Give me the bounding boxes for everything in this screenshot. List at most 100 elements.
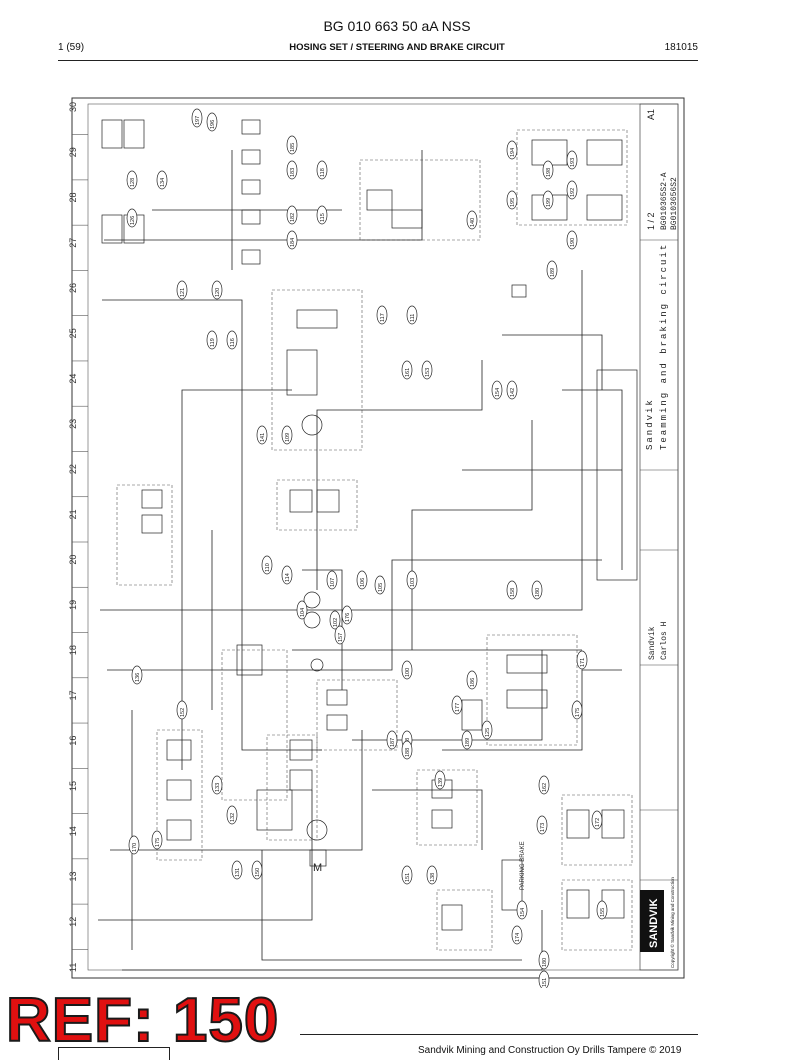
footer-text: Sandvik Mining and Construction Oy Drill…	[418, 1045, 682, 1056]
part-callout: 106	[356, 570, 368, 590]
part-callout: 196	[206, 112, 218, 132]
ref-stamp: REF: 150	[5, 986, 280, 1055]
svg-text:136: 136	[135, 673, 141, 682]
footer-logo	[58, 1047, 170, 1060]
svg-text:132: 132	[230, 813, 236, 822]
svg-text:150: 150	[255, 868, 261, 877]
svg-text:151: 151	[405, 873, 411, 882]
part-callout: 194	[506, 140, 518, 160]
svg-text:189: 189	[550, 268, 556, 277]
svg-text:102: 102	[333, 618, 339, 627]
column-number: 15	[68, 781, 78, 791]
part-callout: 119	[206, 330, 218, 350]
part-callout: 171	[576, 650, 588, 670]
part-callout: 199	[542, 190, 554, 210]
svg-text:114: 114	[285, 573, 291, 582]
svg-text:174: 174	[515, 933, 521, 942]
title-block-text: Teamming and braking circuit	[659, 243, 669, 450]
svg-text:115: 115	[320, 213, 326, 222]
svg-text:194: 194	[510, 148, 516, 157]
part-callout: 170	[128, 835, 140, 855]
column-number: 30	[68, 102, 78, 112]
part-callout: 172	[591, 810, 603, 830]
svg-text:154: 154	[495, 388, 501, 397]
part-callout: 157	[334, 625, 346, 645]
column-number: 26	[68, 283, 78, 293]
svg-text:192: 192	[570, 188, 576, 197]
part-callout: 174	[511, 925, 523, 945]
date-code: 181015	[664, 42, 698, 53]
part-callout: 154	[491, 380, 503, 400]
column-number: 11	[68, 963, 78, 972]
svg-text:126: 126	[130, 216, 136, 225]
svg-text:175: 175	[575, 708, 581, 717]
document-title: BG 010 663 50 aA NSS	[323, 18, 471, 34]
svg-text:111: 111	[410, 314, 416, 322]
part-callout: 153	[421, 360, 433, 380]
svg-text:138: 138	[430, 873, 436, 882]
column-number: 13	[68, 871, 78, 881]
hydraulic-schematic: 3029282726252423222120191817161514131211…	[68, 97, 685, 988]
column-number: 12	[68, 917, 78, 927]
svg-text:184: 184	[290, 238, 296, 247]
part-callout: 121	[176, 280, 188, 300]
svg-text:141: 141	[260, 433, 266, 442]
part-callout: 107	[326, 570, 338, 590]
part-callout: 155	[596, 900, 608, 920]
column-number: 24	[68, 374, 78, 384]
svg-text:116: 116	[230, 338, 236, 347]
column-number: 27	[68, 238, 78, 248]
svg-text:107: 107	[330, 578, 336, 587]
part-callout: 140	[466, 210, 478, 230]
svg-text:131: 131	[235, 868, 241, 877]
part-callout: 182	[286, 205, 298, 225]
sheet-number: 1 / 2	[646, 212, 656, 230]
part-callout: 177	[451, 695, 463, 715]
svg-text:189: 189	[465, 738, 471, 747]
svg-text:142: 142	[510, 388, 516, 397]
svg-text:162: 162	[542, 783, 548, 792]
part-callout: 189	[461, 730, 473, 750]
part-callout: 187	[386, 730, 398, 750]
part-callout: 111	[406, 305, 418, 325]
part-callout: 142	[506, 380, 518, 400]
svg-text:139: 139	[438, 778, 444, 787]
part-callout: 188	[401, 740, 413, 760]
svg-text:175: 175	[155, 838, 161, 847]
part-callout: 133	[211, 775, 223, 795]
svg-text:196: 196	[210, 120, 216, 129]
part-callout: 151	[401, 865, 413, 885]
svg-text:118: 118	[320, 168, 326, 177]
svg-text:176: 176	[345, 613, 351, 622]
part-callout: 131	[231, 860, 243, 880]
part-callout: 136	[131, 665, 143, 685]
part-callout: 185	[286, 135, 298, 155]
part-callout: 115	[316, 205, 328, 225]
header-rule	[58, 60, 698, 61]
part-callout: 162	[538, 775, 550, 795]
part-callout: 126	[126, 208, 138, 228]
svg-text:190: 190	[570, 238, 576, 247]
svg-text:154: 154	[520, 908, 526, 917]
svg-text:171: 171	[580, 658, 586, 667]
svg-text:183: 183	[290, 168, 296, 177]
part-callout: 158	[506, 580, 518, 600]
svg-text:195: 195	[510, 198, 516, 207]
svg-text:186: 186	[470, 678, 476, 687]
svg-text:103: 103	[410, 578, 416, 587]
part-callout: 125	[481, 720, 493, 740]
svg-text:182: 182	[290, 213, 296, 222]
svg-text:197: 197	[195, 116, 201, 125]
part-callout: 176	[341, 605, 353, 625]
copyright-text: Copyright © Sandvik Mining and Construct…	[669, 877, 675, 968]
parking-brake-label: PARKING BRAKE	[520, 841, 526, 890]
part-callout: 175	[151, 830, 163, 850]
column-number: 19	[68, 600, 78, 610]
column-number: 28	[68, 193, 78, 203]
part-callout: 103	[406, 570, 418, 590]
svg-text:117: 117	[380, 313, 386, 322]
svg-text:158: 158	[510, 588, 516, 597]
svg-text:153: 153	[425, 368, 431, 377]
part-callout: 110	[261, 555, 273, 575]
part-callout: 128	[126, 170, 138, 190]
